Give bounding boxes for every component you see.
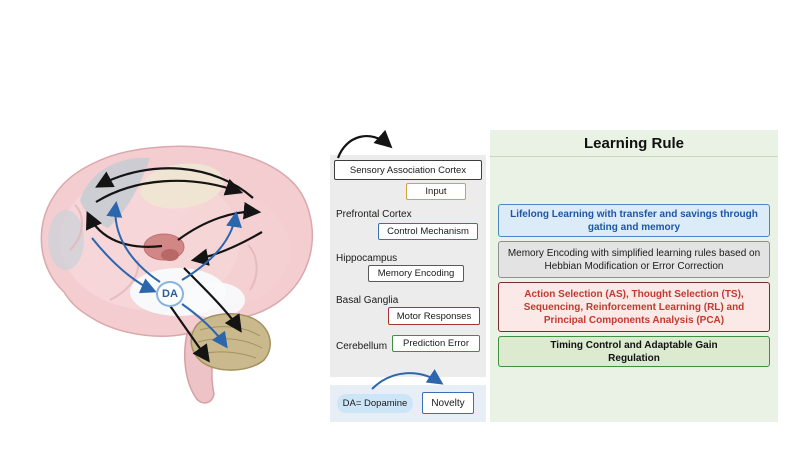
rule-timing-control: Timing Control and Adaptable Gain Regula… xyxy=(498,336,770,367)
dopamine-legend: DA= Dopamine xyxy=(337,394,413,413)
region-hippocampus: Hippocampus xyxy=(336,253,398,264)
da-cloud xyxy=(185,282,245,318)
cortex-shade xyxy=(170,195,290,305)
blue-dopamine-arrows xyxy=(91,201,242,349)
cortex-shade xyxy=(60,170,240,310)
gray-cortex-region xyxy=(80,157,150,228)
region-sensory-association-cortex: Sensory Association Cortex xyxy=(334,160,482,180)
cerebellum-folds xyxy=(197,326,263,359)
cream-cortex-region xyxy=(140,163,224,209)
motor-responses-box: Motor Responses xyxy=(388,307,480,325)
rule-lifelong-learning: Lifelong Learning with transfer and savi… xyxy=(498,204,770,237)
midbrain-region xyxy=(143,233,185,261)
rule-memory-encoding: Memory Encoding with simplified learning… xyxy=(498,241,770,278)
memory-encoding-box: Memory Encoding xyxy=(368,265,464,282)
dopamine-legend-panel: DA= Dopamine Novelty xyxy=(330,385,486,422)
control-mechanism-box: Control Mechanism xyxy=(378,223,478,240)
rule-action-selection: Action Selection (AS), Thought Selection… xyxy=(498,282,770,332)
gray-cortex-region xyxy=(48,210,84,270)
brainstem-shape xyxy=(183,329,220,404)
prediction-error-box: Prediction Error xyxy=(392,335,480,352)
learning-rule-panel: Learning Rule Lifelong Learning with tra… xyxy=(490,130,778,422)
novelty-box: Novelty xyxy=(422,392,474,414)
brain-regions-panel: Sensory Association Cortex Input Prefron… xyxy=(330,155,486,377)
rule-timing-control-text: Timing Control and Adaptable Gain Regula… xyxy=(550,339,718,364)
da-label: DA xyxy=(162,288,178,300)
cerebrum-shape xyxy=(40,145,313,337)
midbrain-core xyxy=(161,249,179,261)
da-label-circle: DA xyxy=(156,281,184,307)
region-basal-ganglia: Basal Ganglia xyxy=(336,295,399,306)
cerebellum-shape xyxy=(190,313,271,371)
learning-rule-header: Learning Rule xyxy=(490,130,778,157)
input-box: Input xyxy=(406,183,466,200)
learning-rule-title: Learning Rule xyxy=(583,135,684,152)
region-prefrontal-cortex: Prefrontal Cortex xyxy=(336,209,412,220)
black-pathway-arrows xyxy=(86,167,263,363)
region-cerebellum: Cerebellum xyxy=(336,341,388,352)
